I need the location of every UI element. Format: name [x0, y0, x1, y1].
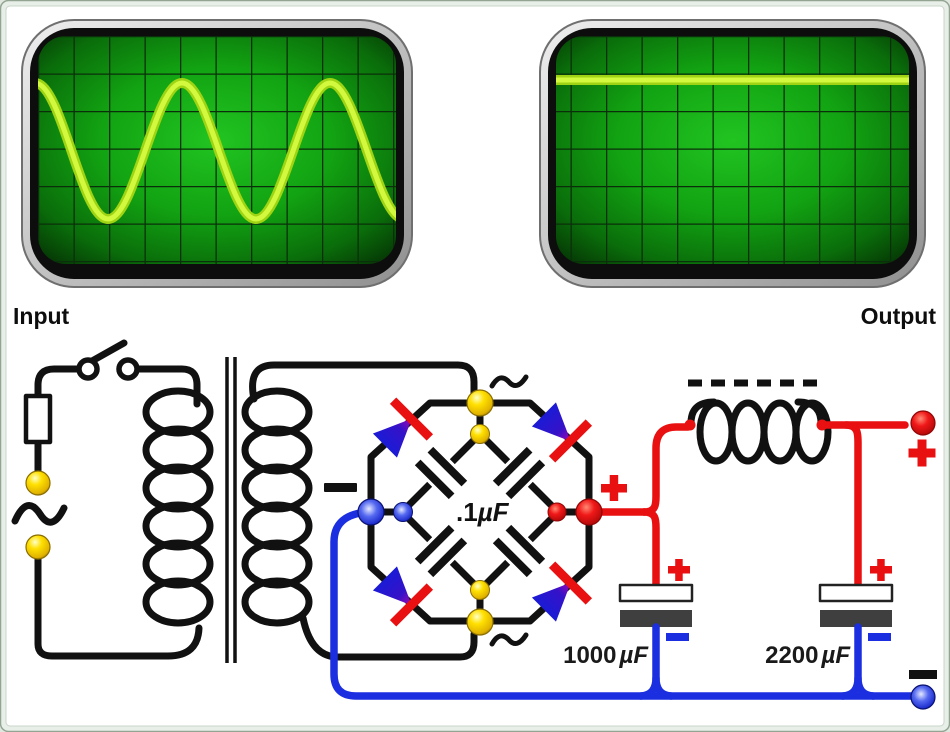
cap2-value: 2200 — [765, 642, 818, 669]
bridge-terminals — [357, 389, 603, 636]
cap-symbol-top-right — [492, 446, 546, 500]
bridge-cap-label: .1µF — [456, 497, 510, 527]
cap1-positive-plate — [618, 583, 694, 603]
ac-input-terminal-bottom — [25, 534, 51, 560]
wire-cap2-minus-b — [854, 674, 877, 700]
bridge-positive-terminal-inner — [547, 502, 567, 522]
output-terminals — [908, 410, 937, 710]
oscilloscope-output — [539, 19, 926, 288]
scope-output-grid — [556, 36, 909, 264]
transformer-core — [225, 357, 237, 663]
bridge-positive-terminal — [575, 498, 603, 526]
bridge-cap-unit: µF — [477, 497, 510, 527]
wire-to-cap1-plus — [640, 508, 660, 588]
bridge-minus-icon — [324, 483, 357, 492]
output-negative-terminal — [910, 684, 936, 710]
switch-contact-right — [116, 357, 140, 381]
inductor-node-right — [816, 419, 828, 431]
bridge-cap-value: .1 — [456, 497, 478, 527]
ac-wave-icon — [11, 502, 68, 526]
wire-to-cap2-plus — [842, 421, 862, 588]
oscilloscope-input — [21, 19, 413, 288]
primary-loop-wires — [34, 365, 203, 660]
cap-symbol-bottom-left — [414, 524, 468, 578]
ac-input-terminal-top — [25, 470, 51, 496]
cap-symbol-bottom-right — [492, 524, 546, 578]
diode-top-right — [531, 402, 593, 463]
diode-top-left — [372, 397, 434, 458]
transformer-secondary-coil — [241, 387, 313, 627]
bridge-ac-terminal-top — [466, 389, 494, 417]
cap1-value: 1000 — [563, 642, 616, 669]
ac-source — [11, 470, 68, 560]
bridge-ac-terminal-bottom — [466, 608, 494, 636]
wire-secondary-to-bridge-bottom — [299, 614, 478, 661]
wire-source-to-primary-bottom — [34, 552, 203, 660]
wire-fuse-to-switch — [34, 365, 84, 494]
cap1-negative-plate — [620, 610, 692, 627]
cap2-positive-plate — [818, 583, 894, 603]
transformer — [142, 357, 313, 663]
switch-lever — [88, 339, 128, 365]
bridge-negative-terminal-inner — [393, 502, 413, 522]
cap2-unit: µF — [821, 642, 852, 669]
negative-rail-wire — [330, 508, 916, 700]
wire-secondary-to-bridge-top — [249, 361, 478, 404]
wire-to-inductor-left — [640, 423, 692, 516]
cap1-plus-icon — [668, 559, 690, 581]
cap2-minus-icon — [868, 633, 891, 641]
ac-wave-icon-bridge-top — [489, 374, 529, 389]
cap2-plus-icon — [870, 559, 892, 581]
inductor-node-left — [684, 419, 696, 431]
cap1-minus-icon — [666, 633, 689, 641]
fuse — [23, 393, 53, 445]
power-switch[interactable] — [76, 339, 140, 381]
cap1-unit: µF — [619, 642, 650, 669]
wire-bridge-minus-rail — [330, 508, 916, 700]
bridge-plus-icon — [601, 475, 627, 501]
output-minus-icon — [909, 670, 937, 679]
secondary-loop-wires — [249, 361, 478, 661]
output-positive-terminal — [910, 410, 936, 436]
bridge-negative-terminal — [357, 498, 385, 526]
ac-wave-icon-bridge-bottom — [489, 632, 529, 647]
wire-cap1-minus-b — [652, 674, 675, 700]
bridge-ac-terminal-top-inner — [470, 424, 490, 444]
switch-contact-left — [76, 357, 100, 381]
cap2-negative-plate — [820, 610, 892, 627]
scope-input-sine-trace — [38, 77, 396, 225]
cap-symbol-top-left — [414, 446, 468, 500]
input-label: Input — [13, 303, 70, 329]
diode-bottom-left — [372, 566, 434, 627]
bridge-ac-terminal-bottom-inner — [470, 580, 490, 600]
transformer-primary-coil — [142, 387, 214, 627]
diode-bottom-right — [531, 561, 593, 622]
output-label: Output — [861, 303, 937, 329]
output-plus-icon — [908, 439, 936, 467]
wire-switch-to-primary — [133, 365, 201, 408]
